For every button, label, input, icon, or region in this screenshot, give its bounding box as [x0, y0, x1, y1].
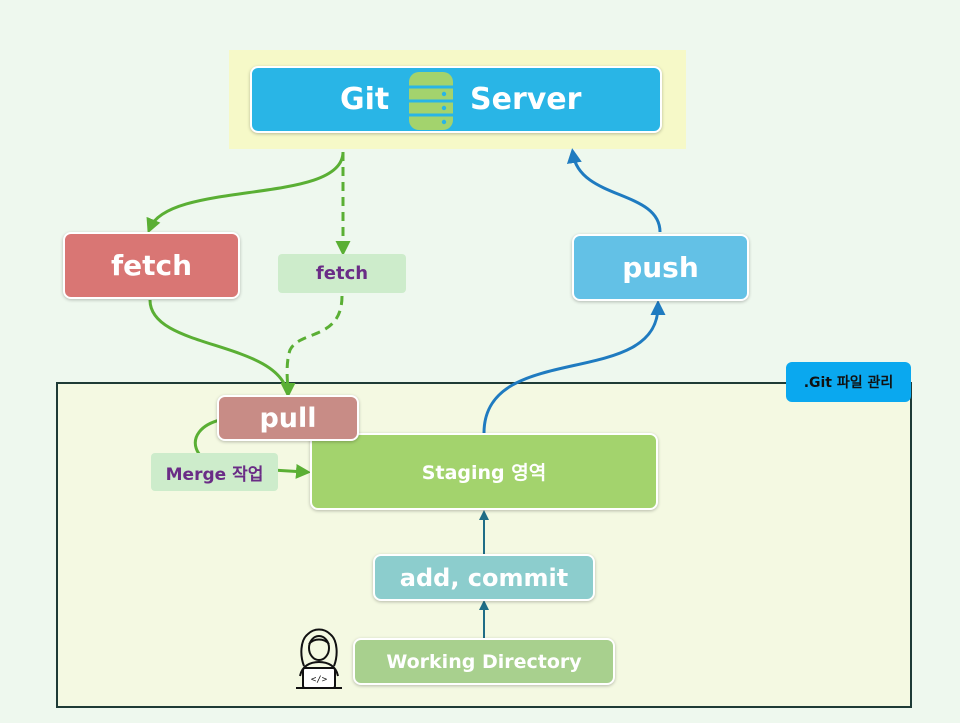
working-directory-label: Working Directory	[386, 650, 582, 673]
area-label-text: .Git 파일 관리	[803, 375, 894, 391]
arrow-staging-to-push	[482, 300, 666, 434]
pull-node: pull	[217, 395, 359, 441]
merge-tag: Merge 작업	[151, 453, 278, 491]
fetch-tag: fetch	[278, 254, 406, 293]
staging-label: Staging 영역	[421, 462, 547, 484]
push-node: push	[572, 234, 749, 301]
add-commit-node: add, commit	[373, 554, 595, 601]
git-server-node: Git Server	[250, 66, 662, 133]
svg-text:</>: </>	[311, 675, 328, 685]
database-icon	[408, 71, 454, 139]
add-commit-label: add, commit	[399, 563, 569, 592]
fetch-tag-label: fetch	[315, 263, 369, 284]
pull-label: pull	[259, 402, 317, 434]
push-label: push	[622, 251, 699, 284]
staging-node: Staging 영역	[310, 433, 658, 510]
fetch-label: fetch	[110, 249, 193, 282]
developer-laptop-icon: </>	[294, 626, 344, 690]
area-label: .Git 파일 관리	[786, 362, 911, 402]
server-label-left: Git	[340, 82, 390, 117]
fetch-node: fetch	[63, 232, 240, 299]
server-label-right: Server	[470, 82, 582, 117]
working-directory-node: Working Directory	[353, 638, 615, 685]
arrow-fetch-to-pull	[148, 299, 290, 396]
arrow-push-to-server	[566, 148, 662, 233]
arrow-fetch-small-to-pull	[280, 295, 344, 398]
merge-tag-label: Merge 작업	[165, 464, 264, 485]
arrow-server-to-fetch	[146, 151, 345, 234]
